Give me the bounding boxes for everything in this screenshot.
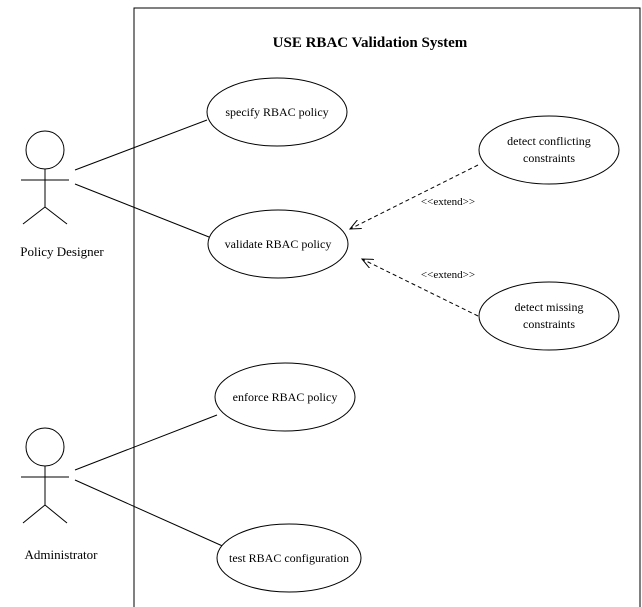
actor-right-leg <box>44 504 68 524</box>
association-designer-specify <box>74 119 208 171</box>
system-boundary <box>133 7 641 607</box>
use-case-label-enforce: enforce RBAC policy <box>233 390 338 404</box>
use-case-detect-conflicting <box>478 115 620 185</box>
use-case-label-validate: validate RBAC policy <box>225 237 332 251</box>
actor-policy-designer <box>21 130 69 225</box>
association-admin-test <box>74 479 228 549</box>
system-title: USE RBAC Validation System <box>273 35 468 51</box>
actor-label-administrator: Administrator <box>25 547 99 562</box>
association-designer-validate <box>74 183 210 238</box>
use-case-enforce <box>214 362 356 432</box>
extend-label-conflicting: <<extend>> <box>421 196 475 208</box>
actor-label-policy-designer: Policy Designer <box>20 244 104 259</box>
use-case-label-detect-conflicting-1: detect conflicting <box>507 134 591 148</box>
use-case-test <box>216 523 362 593</box>
extend-arrow-conflicting <box>350 164 479 229</box>
actor-head <box>25 427 65 467</box>
actor-left-leg <box>22 206 46 225</box>
use-case-specify <box>206 77 348 147</box>
use-case-label-detect-missing-2: constraints <box>523 317 575 331</box>
use-case-label-specify: specify RBAC policy <box>225 105 328 119</box>
use-case-validate <box>207 209 349 279</box>
actor-head <box>25 130 65 170</box>
use-case-label-detect-missing-1: detect missing <box>515 300 584 314</box>
use-case-label-detect-conflicting-2: constraints <box>523 151 575 165</box>
extend-label-missing: <<extend>> <box>421 269 475 281</box>
association-admin-enforce <box>74 414 218 471</box>
actor-administrator <box>21 427 69 524</box>
use-case-detect-missing <box>478 281 620 351</box>
actor-left-leg <box>22 504 46 524</box>
extend-arrow-missing <box>362 259 479 317</box>
actor-right-leg <box>44 206 68 225</box>
use-case-label-test: test RBAC configuration <box>229 551 349 565</box>
